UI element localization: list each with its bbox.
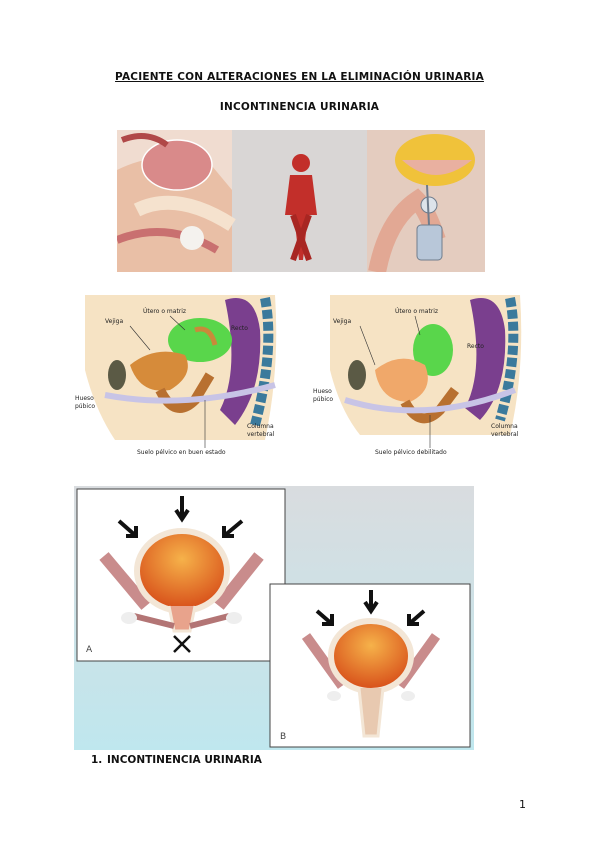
label-recto: Recto bbox=[231, 325, 248, 332]
document-subtitle: INCONTINENCIA URINARIA bbox=[219, 101, 380, 113]
label-hueso-1-2: Hueso bbox=[313, 388, 332, 395]
pelvic-floor-weakened: Vejiga Útero o matriz Recto Hueso púbico… bbox=[313, 295, 522, 456]
page-number: 1 bbox=[519, 798, 526, 811]
pelvic-floor-diagram: Vejiga Útero o matriz Recto Hueso púbico… bbox=[75, 295, 522, 456]
label-recto-2: Recto bbox=[467, 343, 484, 350]
label-columna-1-2: Columna bbox=[491, 423, 518, 430]
list-item-number: 1. bbox=[91, 754, 103, 766]
label-hueso-2: púbico bbox=[75, 403, 95, 410]
document-title: PACIENTE CON ALTERACIONES EN LA ELIMINAC… bbox=[115, 71, 484, 83]
label-vejiga: Vejiga bbox=[105, 318, 123, 325]
label-suelo-weak: Suelo pélvico debilitado bbox=[375, 449, 447, 456]
pelvic-floor-healthy: Vejiga Útero o matriz Recto Hueso púbico… bbox=[75, 295, 277, 456]
label-columna-2: vertebral bbox=[247, 431, 275, 438]
panel-b-label: B bbox=[280, 732, 286, 742]
list-item: 1. INCONTINENCIA URINARIA bbox=[91, 754, 262, 766]
label-hueso-2-2: púbico bbox=[313, 396, 333, 403]
panel-a-label: A bbox=[86, 645, 93, 655]
panel-b: B bbox=[269, 583, 471, 748]
label-hueso-1: Hueso bbox=[75, 395, 94, 402]
list-item-text: INCONTINENCIA URINARIA bbox=[107, 754, 262, 766]
label-columna-2-2: vertebral bbox=[491, 431, 519, 438]
label-columna-1: Columna bbox=[247, 423, 274, 430]
label-vejiga-2: Vejiga bbox=[333, 318, 351, 325]
label-utero-2: Útero o matriz bbox=[395, 308, 438, 315]
incontinence-photo-strip bbox=[117, 130, 485, 272]
label-suelo-healthy: Suelo pélvico en buen estado bbox=[137, 449, 226, 456]
bladder-pressure-diagram: A B bbox=[74, 486, 474, 750]
person-figure-icon bbox=[285, 154, 317, 262]
panel-a: A bbox=[76, 488, 286, 662]
label-utero: Útero o matriz bbox=[143, 308, 186, 315]
